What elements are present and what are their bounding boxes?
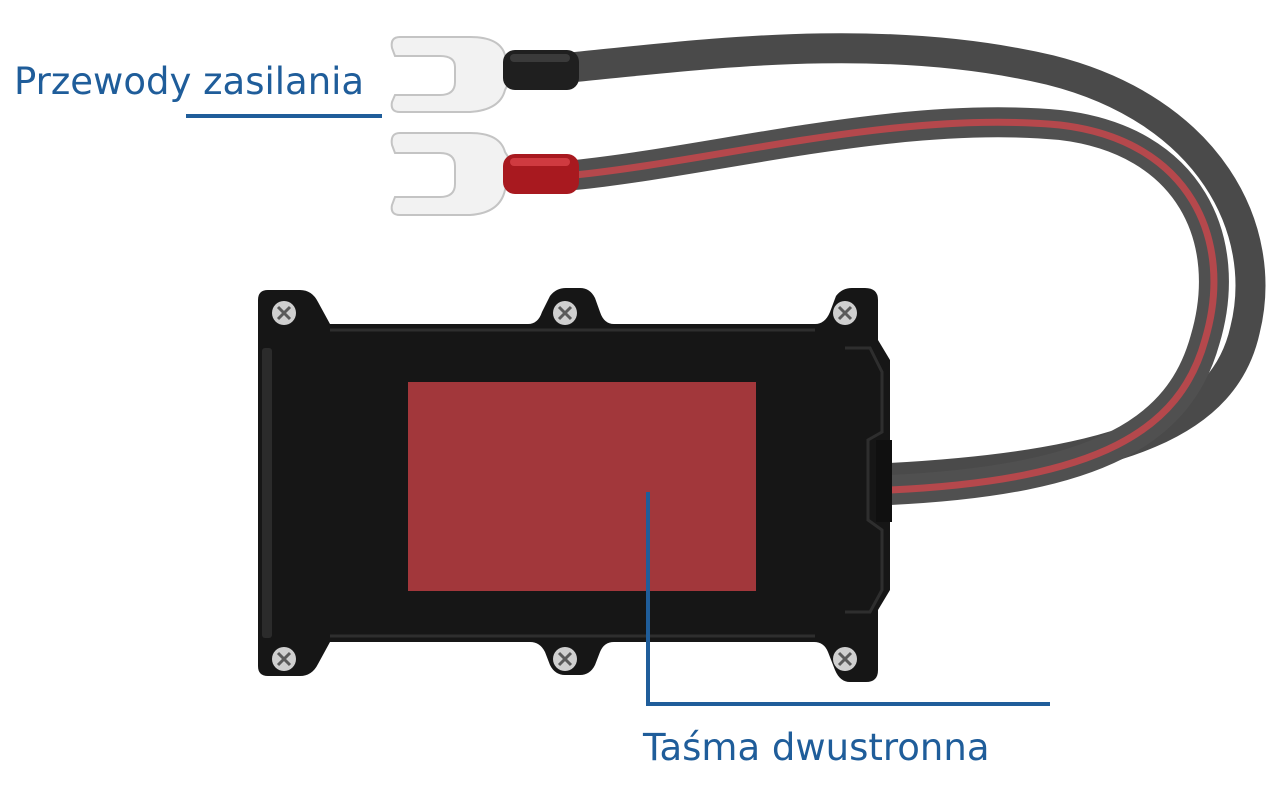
screw-icon [833,301,857,325]
screw-icon [833,647,857,671]
screw-icon [272,301,296,325]
screw-icon [272,647,296,671]
tape-leader-line [646,492,1050,706]
screw-icon [553,301,577,325]
red-terminal [390,132,579,216]
power-wires [560,33,1266,505]
power-wires-label: Przewody zasilania [14,60,365,103]
black-terminal [390,36,579,113]
screws [272,301,857,671]
screw-icon [553,647,577,671]
double-sided-tape [408,382,756,591]
black-terminal-fork [390,36,511,113]
red-wire-stripe [571,118,1218,494]
red-terminal-fork [390,132,511,216]
double-sided-tape-label: Taśma dwustronna [643,726,990,769]
